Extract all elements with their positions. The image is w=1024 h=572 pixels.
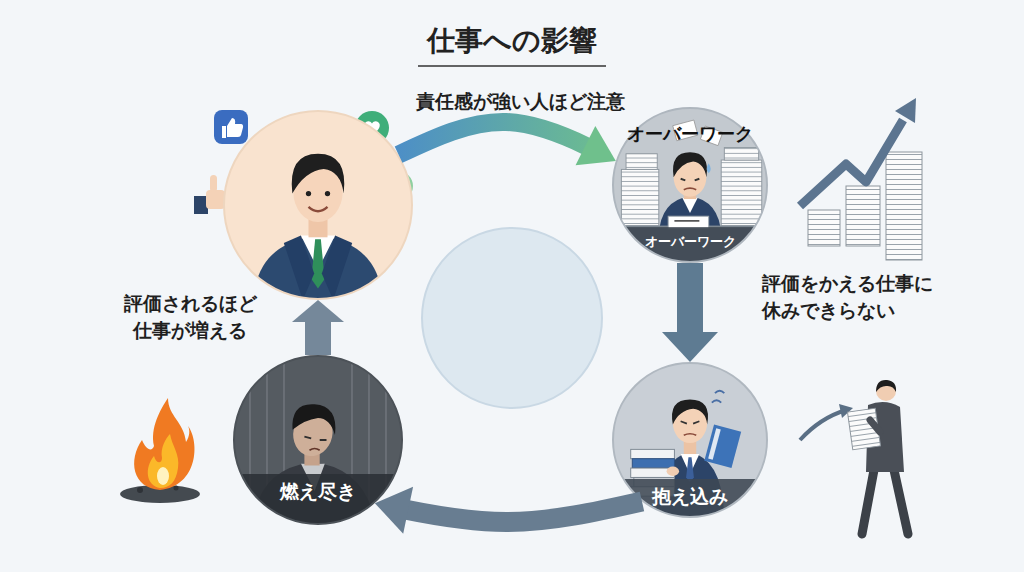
arrow-shaft: [305, 300, 331, 355]
person-illustration: [612, 120, 768, 263]
cycle-arrow: [375, 487, 642, 534]
person-illustration: [253, 154, 382, 300]
person-illustration: [233, 355, 403, 525]
circle-heading: 燃え尽き: [233, 480, 403, 503]
circle-heading: オーバーワーク: [612, 123, 768, 145]
circle-heading: 抱え込み: [612, 485, 768, 508]
walking-worker: [800, 380, 908, 534]
like-icon: [214, 110, 248, 144]
cycle-circle: オーバーワークオーバーワーク: [612, 107, 768, 263]
rising-arrow: [800, 98, 916, 206]
center-person-circle: [422, 228, 602, 408]
title-underline: [418, 65, 606, 67]
fire-icon: [120, 398, 200, 503]
arrow-label: 評価されるほど 仕事が増える: [119, 290, 261, 343]
diagram-title: 仕事への影響: [0, 22, 1024, 60]
arrow-head: [292, 300, 344, 322]
circle-outline: [223, 110, 413, 300]
cycle-arrow: [662, 263, 718, 362]
arrow-label: 責任感が強い人ほど注意: [370, 88, 670, 115]
circle-fill: [234, 356, 402, 524]
cycle-arrow: [399, 122, 616, 165]
cycle-circle: 抱え込み: [612, 362, 768, 518]
circle-border: [234, 356, 402, 524]
circle-border: [224, 111, 412, 299]
circle-border: [613, 363, 767, 517]
arrow-shaft: [677, 263, 703, 362]
arrow-head: [375, 487, 413, 534]
arrow-shaft: [399, 122, 616, 161]
circle-border: [613, 108, 767, 262]
caption-band: [612, 227, 768, 383]
cycle-circle: [223, 110, 413, 300]
thumbs-up-hand: [194, 175, 225, 214]
cycle-circle: 燃え尽き: [233, 355, 403, 525]
circle-fill: [224, 111, 412, 299]
circle-fill: [613, 363, 767, 517]
circle-fill: [613, 108, 767, 262]
arrow-shaft: [375, 501, 642, 522]
arrow-head: [662, 332, 718, 362]
cycle-arrow: [292, 300, 344, 355]
circle-caption: オーバーワーク: [612, 234, 768, 250]
paper-stacks: [808, 152, 922, 260]
arrow-head: [576, 126, 616, 165]
arrow-label: 評価をかえる仕事に 休みできらない: [762, 270, 942, 323]
